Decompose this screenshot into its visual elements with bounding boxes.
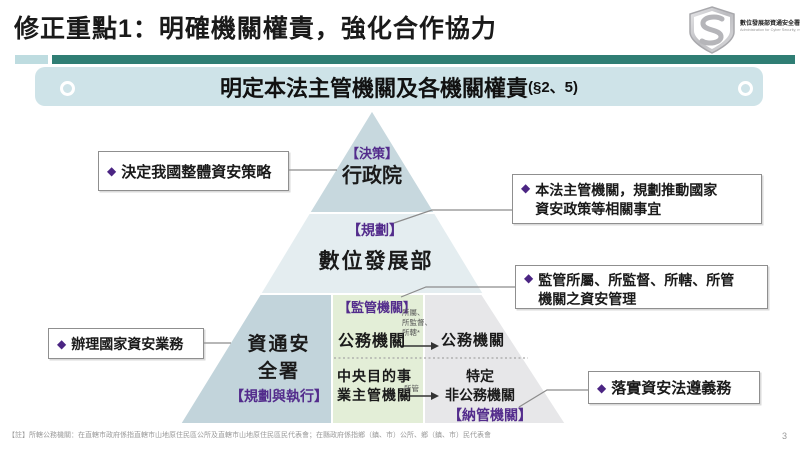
regulated-source-line2: 業主管機關: [337, 387, 412, 403]
diamond-bullet-icon: ◆: [107, 164, 117, 178]
supervision-target: 公務機關: [441, 332, 506, 349]
page-title: 修正重點1：明確機關權責，強化合作協力: [14, 15, 497, 43]
banner-ring-right-icon: [738, 81, 753, 96]
org-logo: [686, 5, 738, 55]
callout-decide-strategy: ◆ 決定我國整體資安策略: [98, 151, 289, 191]
execution-role-label: 【規劃與執行】: [230, 388, 328, 404]
supervision-relation-1: 所屬、: [402, 308, 425, 317]
org-name: 數位發展部資通安全署: [740, 21, 800, 27]
callout-competent-authority-line2: 資安政策等相關事宜: [535, 201, 662, 217]
diamond-bullet-icon: ◆: [597, 380, 607, 395]
section-banner: 明定本法主管機關及各機關權責(§2、5): [35, 67, 763, 106]
diamond-bullet-icon: ◆: [524, 271, 534, 285]
supervision-arrowhead-icon: [431, 342, 439, 350]
connector-supervise: [400, 286, 515, 298]
connector-competent-authority: [393, 209, 512, 224]
execution-name-line1: 資通安: [247, 334, 311, 355]
regulated-target: 特定 非公務機關: [430, 367, 530, 405]
supervision-relations: 所屬、 所監督、 所轄*: [402, 308, 432, 338]
org-logo-text: 數位發展部資通安全署 Administration for Cyber Secu…: [740, 21, 800, 32]
callout-supervise-text: 監管所屬、所監督、所轄、所管 機關之資安管理: [538, 271, 734, 309]
regulated-source-line1: 中央目的事: [337, 368, 412, 384]
callout-handle-affairs-text: 辦理國家資安業務: [71, 335, 184, 352]
diamond-bullet-icon: ◆: [521, 181, 531, 195]
callout-competent-authority-text: 本法主管機關，規劃推動國家 資安政策等相關事宜: [535, 181, 717, 219]
regulated-relation: 所管: [404, 384, 419, 393]
regulated-source: 中央目的事 業主管機關: [337, 367, 412, 405]
supervision-relation-2: 所監督、: [402, 318, 432, 327]
pyramid-level-planning: [258, 212, 486, 295]
title-divider-accent: [15, 55, 48, 64]
execution-name-line2: 全署: [257, 361, 300, 382]
callout-competent-authority-line1: 本法主管機關，規劃推動國家: [535, 182, 718, 198]
callout-decide-strategy-text: 決定我國整體資安策略: [121, 163, 272, 181]
section-banner-title: 明定本法主管機關及各機關權責: [219, 75, 528, 101]
callout-supervise: ◆ 監管所屬、所監督、所轄、所管 機關之資安管理: [515, 265, 768, 309]
org-name-en: Administration for Cyber Security, moda: [740, 27, 800, 32]
decision-role-label: 【決策】: [345, 146, 398, 161]
decision-name: 行政院: [342, 165, 402, 187]
banner-ring-left-icon: [60, 81, 75, 96]
page-number: 3: [782, 431, 788, 441]
section-banner-ref: (§2、5): [527, 79, 579, 96]
callout-supervise-line2: 機關之資安管理: [538, 291, 637, 307]
planning-name: 數位發展部: [318, 250, 434, 273]
shield-icon: [689, 6, 735, 54]
supervision-relation-3: 所轄*: [402, 328, 420, 337]
callout-competent-authority: ◆ 本法主管機關，規劃推動國家 資安政策等相關事宜: [512, 174, 762, 224]
regulated-target-line2: 非公務機關: [445, 387, 515, 403]
supervision-source: 公務機關: [338, 333, 407, 350]
title-divider-bar: [52, 55, 795, 64]
regulated-target-line1: 特定: [466, 368, 494, 384]
regulated-arrowhead-icon: [431, 392, 439, 400]
regulated-zone: [423, 293, 568, 425]
callout-supervise-line1: 監管所屬、所監督、所轄、所管: [538, 272, 735, 288]
callout-handle-affairs: ◆ 辦理國家資安業務: [48, 328, 204, 359]
diamond-bullet-icon: ◆: [57, 336, 67, 351]
supervision-label: 【監管機關】: [338, 300, 417, 315]
callout-compliance-text: 落實資安法遵義務: [611, 380, 732, 397]
connector-compliance: [518, 389, 588, 408]
regulated-label: 【納管機關】: [448, 407, 532, 423]
planning-role-label: 【規劃】: [347, 222, 403, 238]
callout-compliance: ◆ 落實資安法遵義務: [588, 371, 760, 404]
footnote: 【註】所轄公務機關：在直轄市政府係指直轄市山地原住民區公所及直轄市山地原住民區民…: [8, 432, 491, 439]
